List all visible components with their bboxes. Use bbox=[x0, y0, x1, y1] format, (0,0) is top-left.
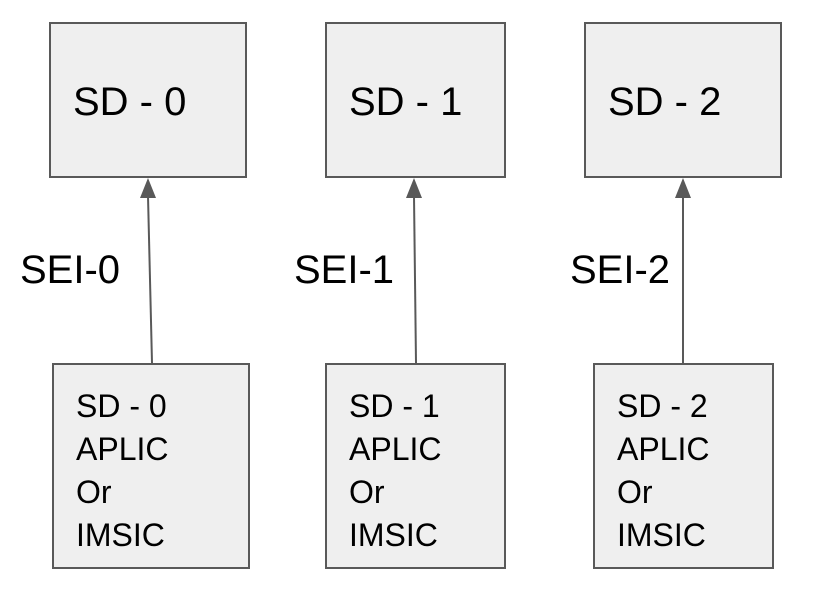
source-line-imsic: IMSIC bbox=[76, 517, 165, 553]
source-line-imsic: IMSIC bbox=[617, 517, 706, 553]
source-line-name: SD - 2 bbox=[617, 388, 708, 424]
source-line-or: Or bbox=[617, 474, 653, 510]
source-lines: SD - 1 APLIC Or IMSIC bbox=[349, 385, 441, 557]
source-box-0: SD - 0 APLIC Or IMSIC bbox=[52, 363, 250, 569]
source-line-aplic: APLIC bbox=[617, 431, 710, 467]
sd-title: SD - 1 bbox=[349, 80, 463, 124]
arrow-sei-0 bbox=[140, 178, 156, 364]
source-lines: SD - 2 APLIC Or IMSIC bbox=[617, 385, 709, 557]
sd-box-0: SD - 0 bbox=[49, 22, 247, 178]
source-box-1: SD - 1 APLIC Or IMSIC bbox=[325, 363, 506, 569]
sei-label-0: SEI-0 bbox=[20, 248, 121, 292]
source-line-aplic: APLIC bbox=[349, 431, 442, 467]
arrow-sei-2 bbox=[675, 178, 691, 363]
source-line-or: Or bbox=[76, 474, 112, 510]
sei-label-2: SEI-2 bbox=[570, 248, 671, 292]
sei-label-1: SEI-1 bbox=[294, 248, 395, 292]
source-line-or: Or bbox=[349, 474, 385, 510]
source-line-imsic: IMSIC bbox=[349, 517, 438, 553]
source-box-2: SD - 2 APLIC Or IMSIC bbox=[593, 363, 774, 569]
arrow-sei-1 bbox=[406, 178, 422, 364]
source-lines: SD - 0 APLIC Or IMSIC bbox=[76, 385, 168, 557]
source-line-name: SD - 0 bbox=[76, 388, 167, 424]
source-line-name: SD - 1 bbox=[349, 388, 440, 424]
sd-box-2: SD - 2 bbox=[584, 22, 782, 178]
sd-box-1: SD - 1 bbox=[325, 22, 506, 178]
source-line-aplic: APLIC bbox=[76, 431, 169, 467]
sd-title: SD - 2 bbox=[608, 80, 722, 124]
sd-title: SD - 0 bbox=[73, 80, 187, 124]
